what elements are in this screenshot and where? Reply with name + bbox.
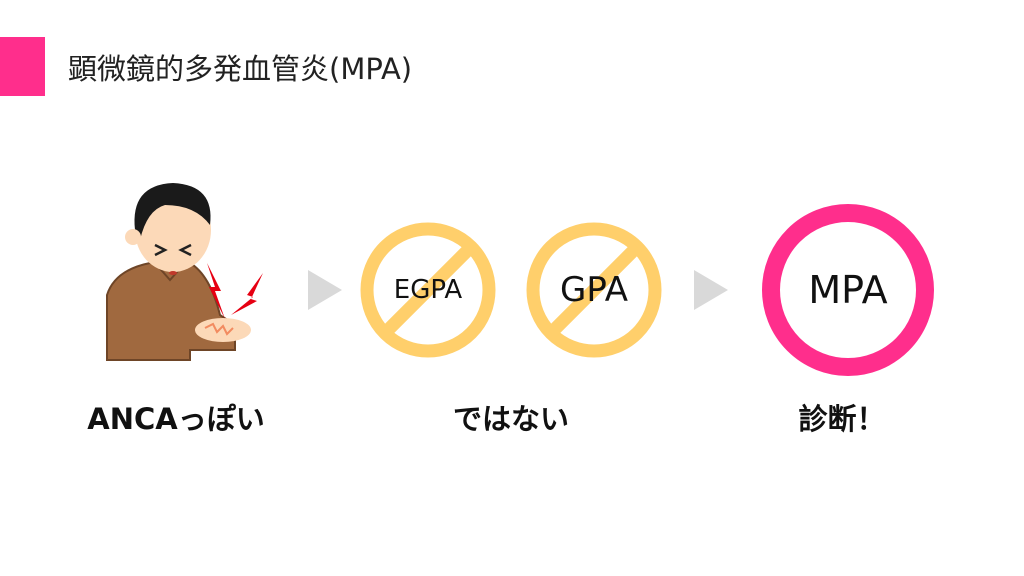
step-label-not: ではない <box>452 402 570 436</box>
title-accent-bar <box>0 37 45 96</box>
arrow-right-icon <box>694 270 728 310</box>
prohibited-egpa-icon <box>360 222 496 358</box>
step-label-diagnosis: 診断！ <box>798 402 886 436</box>
step-label-anca: ANCAっぽい <box>87 402 265 436</box>
prohibited-gpa-icon <box>526 222 662 358</box>
excluded-gpa: GPA <box>560 270 628 310</box>
person-wrist-pain-illustration <box>106 183 263 361</box>
diagnosis-mpa: MPA <box>808 268 888 312</box>
diagnosis-ring-icon <box>762 204 934 376</box>
excluded-egpa: EGPA <box>393 275 463 305</box>
arrow-right-icon <box>308 270 342 310</box>
slide-title: 顕微鏡的多発血管炎(MPA) <box>68 52 413 86</box>
